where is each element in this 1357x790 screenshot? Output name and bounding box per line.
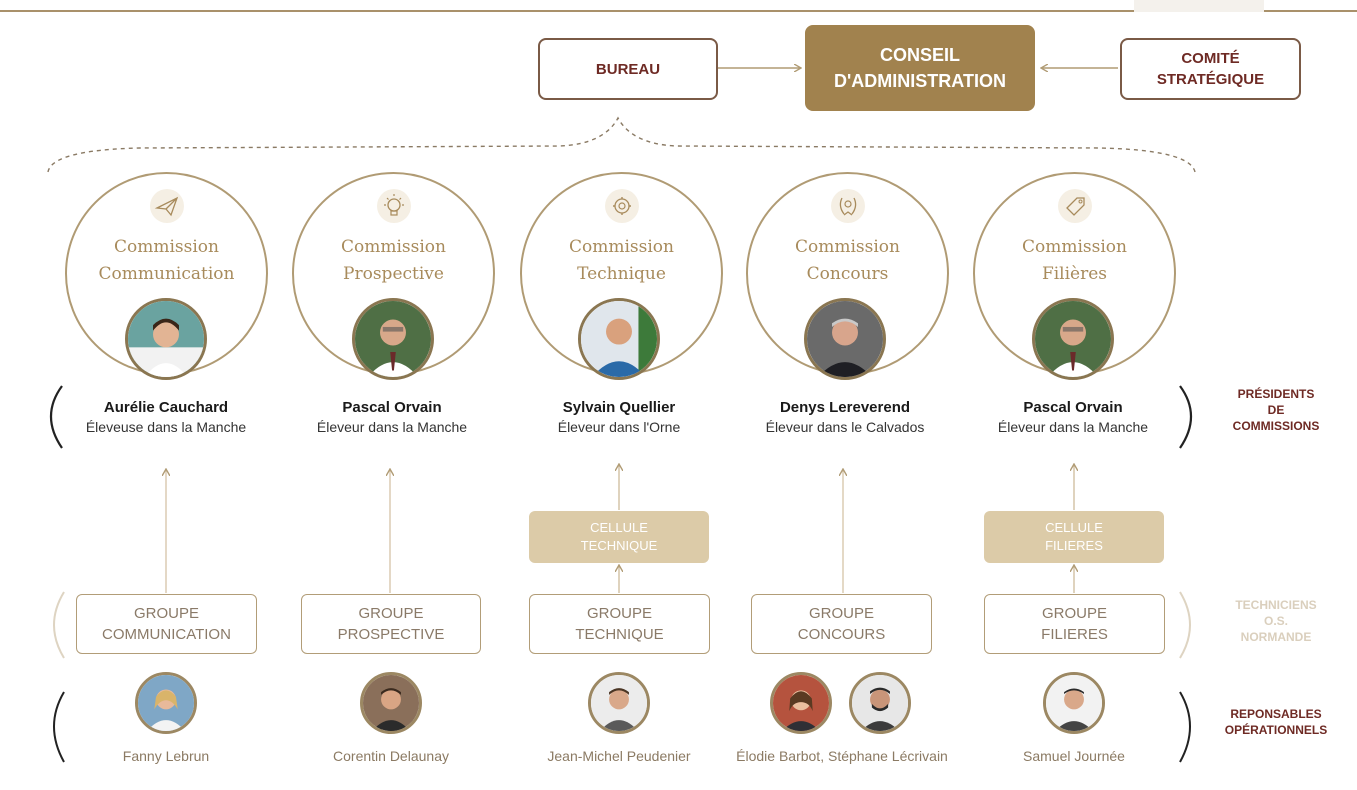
groupe-communication-box: GROUPE COMMUNICATION xyxy=(76,594,257,654)
bureau-box: BUREAU xyxy=(538,38,718,100)
president-photo-avatar xyxy=(125,298,207,380)
responsable-photo-avatar xyxy=(588,672,650,734)
responsable-name: Corentin Delaunay xyxy=(333,748,449,764)
comite-box: COMITÉ STRATÉGIQUE xyxy=(1120,38,1301,100)
left-paren-presidents xyxy=(50,385,63,449)
president-role: Éleveur dans la Manche xyxy=(997,419,1149,435)
responsable-name: Jean-Michel Peudenier xyxy=(547,748,691,764)
lightbulb-icon xyxy=(376,188,412,224)
commission-circle-filieres: Commission Filières xyxy=(973,172,1176,375)
president-name: Pascal Orvain xyxy=(342,399,442,416)
cellule-technique-box: CELLULE TECHNIQUE xyxy=(529,511,709,563)
right-paren-techniciens xyxy=(1179,591,1191,659)
president-photo-avatar xyxy=(1032,298,1114,380)
president-info: Aurélie Cauchard Éleveuse dans la Manche xyxy=(61,398,271,437)
commission-title: Commission Technique xyxy=(569,237,674,284)
responsables-label: REPONSABLES OPÉRATIONNELS xyxy=(1224,707,1328,737)
president-info: Pascal Orvain Éleveur dans la Manche xyxy=(287,398,497,437)
responsable-photo-avatar xyxy=(1043,672,1105,734)
president-name: Aurélie Cauchard xyxy=(103,399,229,416)
commission-circle-communication: Commission Communication xyxy=(65,172,268,375)
president-info: Pascal Orvain Éleveur dans la Manche xyxy=(968,398,1178,437)
responsable-photo-avatar xyxy=(135,672,197,734)
corner-decoration xyxy=(1134,0,1264,12)
president-name: Sylvain Quellier xyxy=(562,399,676,416)
groupe-concours-box: GROUPE CONCOURS xyxy=(751,594,932,654)
right-paren-responsables xyxy=(1179,691,1191,763)
gear-icon xyxy=(604,188,640,224)
paper-plane-icon xyxy=(149,188,185,224)
president-info: Sylvain Quellier Éleveur dans l'Orne xyxy=(514,398,724,437)
president-role: Éleveuse dans la Manche xyxy=(85,419,247,435)
bureau-label: BUREAU xyxy=(595,60,661,78)
groupe-filieres-box: GROUPE FILIERES xyxy=(984,594,1165,654)
president-photo-avatar xyxy=(804,298,886,380)
president-role: Éleveur dans l'Orne xyxy=(557,419,681,435)
top-rule xyxy=(0,10,1357,12)
commission-title: Commission Communication xyxy=(98,237,235,284)
responsable-name: Élodie Barbot, Stéphane Lécrivain xyxy=(736,748,948,764)
president-role: Éleveur dans la Manche xyxy=(316,419,468,435)
cellule-filieres-box: CELLULE FILIERES xyxy=(984,511,1164,563)
right-paren-presidents xyxy=(1179,385,1192,449)
groupe-technique-box: GROUPE TECHNIQUE xyxy=(529,594,710,654)
presidents-label: PRÉSIDENTS DE COMMISSIONS xyxy=(1232,387,1320,433)
president-photo-avatar xyxy=(578,298,660,380)
responsable-photo-avatar xyxy=(770,672,832,734)
president-name: Pascal Orvain xyxy=(1023,399,1123,416)
comite-label: COMITÉ STRATÉGIQUE xyxy=(1156,50,1265,88)
laurel-wreath-icon xyxy=(830,188,866,224)
conseil-label: CONSEIL D'ADMINISTRATION xyxy=(834,45,1006,91)
president-photo-avatar xyxy=(352,298,434,380)
groupe-prospective-box: GROUPE PROSPECTIVE xyxy=(301,594,481,654)
commission-title: Commission Filières xyxy=(1022,237,1127,284)
dashed-brace xyxy=(47,116,1196,173)
president-name: Denys Lereverend xyxy=(779,399,911,416)
president-role: Éleveur dans le Calvados xyxy=(765,419,925,435)
left-paren-responsables xyxy=(53,691,65,763)
tag-icon xyxy=(1057,188,1093,224)
responsable-name: Fanny Lebrun xyxy=(122,748,210,764)
techniciens-label: TECHNICIENS O.S. NORMANDE xyxy=(1235,598,1317,644)
left-paren-techniciens xyxy=(53,591,65,659)
conseil-box: CONSEIL D'ADMINISTRATION xyxy=(805,25,1035,111)
responsable-photo-avatar xyxy=(849,672,911,734)
commission-title: Commission Prospective xyxy=(341,237,446,284)
responsable-name: Samuel Journée xyxy=(1023,748,1125,764)
responsable-photo-avatar xyxy=(360,672,422,734)
president-info: Denys Lereverend Éleveur dans le Calvado… xyxy=(740,398,950,437)
commission-title: Commission Concours xyxy=(795,237,900,284)
